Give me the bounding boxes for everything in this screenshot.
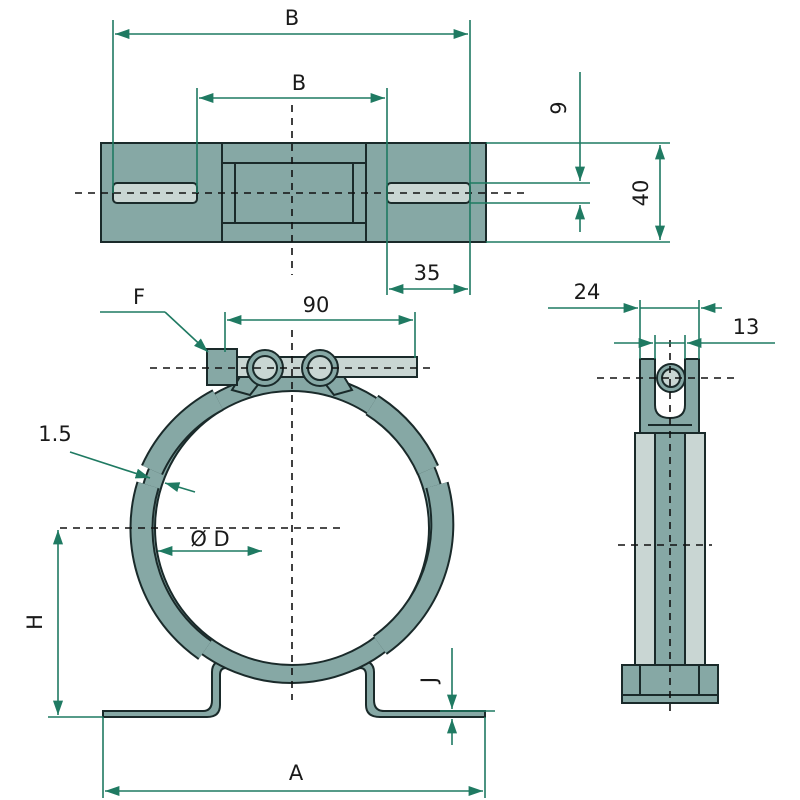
dim-1-5: 1.5 (38, 422, 71, 446)
dim-90: 90 (303, 293, 330, 317)
dim-h: H (23, 614, 47, 630)
dim-35: 35 (414, 261, 441, 285)
dim-b-outer: B (285, 6, 299, 30)
dim-od: Ø D (190, 527, 229, 551)
dim-13: 13 (733, 315, 760, 339)
dim-40: 40 (629, 180, 653, 207)
side-view: 24 13 (548, 280, 775, 712)
dim-j: J (417, 677, 441, 685)
dim-9: 9 (547, 101, 571, 114)
label-f: F (133, 285, 145, 309)
dim-a: A (289, 761, 304, 785)
front-view: F 90 1.5 Ø D H J A (23, 285, 495, 798)
bolt-head (206, 348, 238, 386)
top-view: B B 35 9 40 (75, 6, 670, 295)
dim-24: 24 (574, 280, 601, 304)
dim-b-inner: B (292, 71, 306, 95)
